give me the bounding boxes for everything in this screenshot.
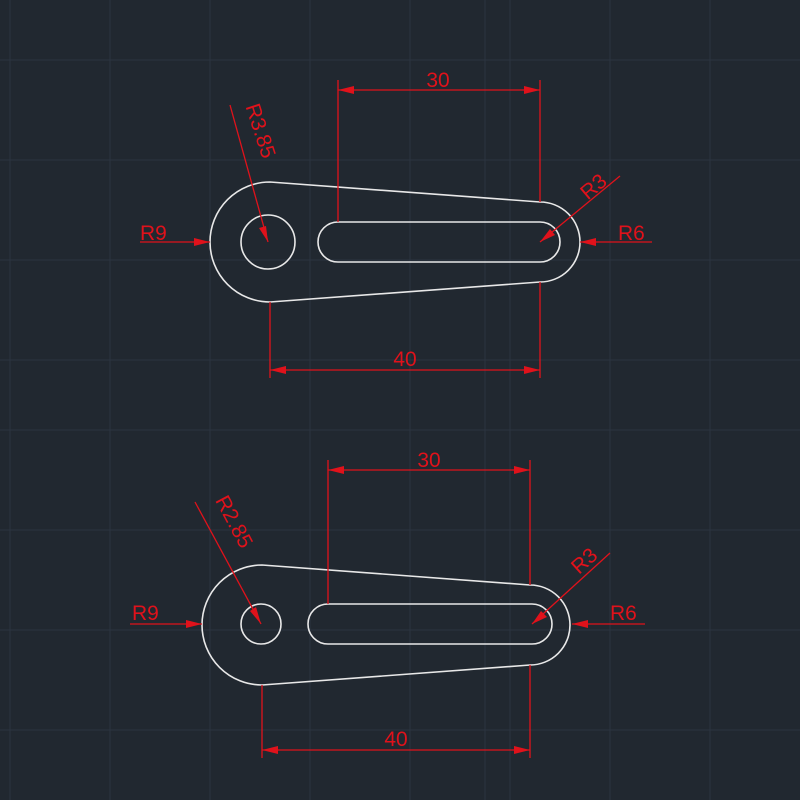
part-2-dim-r9: R9 <box>132 602 159 625</box>
part-2-dim-r3: R3 <box>567 544 602 579</box>
part-1-dim-r9: R9 <box>140 222 167 245</box>
part-1-dim-40: 40 <box>393 348 416 371</box>
part-1-dim-r6: R6 <box>618 222 645 245</box>
part-2-dim-r6: R6 <box>610 602 637 625</box>
part-2-dim-30: 30 <box>417 449 440 472</box>
part-2-outline[interactable] <box>201 564 571 686</box>
part-1-dim-hole: R3.85 <box>241 101 280 161</box>
drawing-2: 30 40 R9 R6 R3 R2.85 <box>130 449 645 758</box>
part-2-geometry[interactable] <box>201 564 571 686</box>
part-2-dim-40: 40 <box>384 728 407 751</box>
part-1-outline[interactable] <box>209 181 581 303</box>
drawing-1: 30 40 R9 R6 R3 R3.85 <box>140 69 652 378</box>
part-1-hole[interactable] <box>240 214 296 270</box>
part-2-hole[interactable] <box>240 603 282 645</box>
part-1-dim-r3: R3 <box>576 170 611 205</box>
part-1-geometry[interactable] <box>209 181 581 303</box>
part-1-dim-30: 30 <box>426 69 449 92</box>
part-2-dimensions <box>130 460 645 758</box>
part-1-dimensions <box>140 80 652 378</box>
part-1-slot[interactable] <box>317 221 561 263</box>
part-2-slot[interactable] <box>307 603 553 645</box>
